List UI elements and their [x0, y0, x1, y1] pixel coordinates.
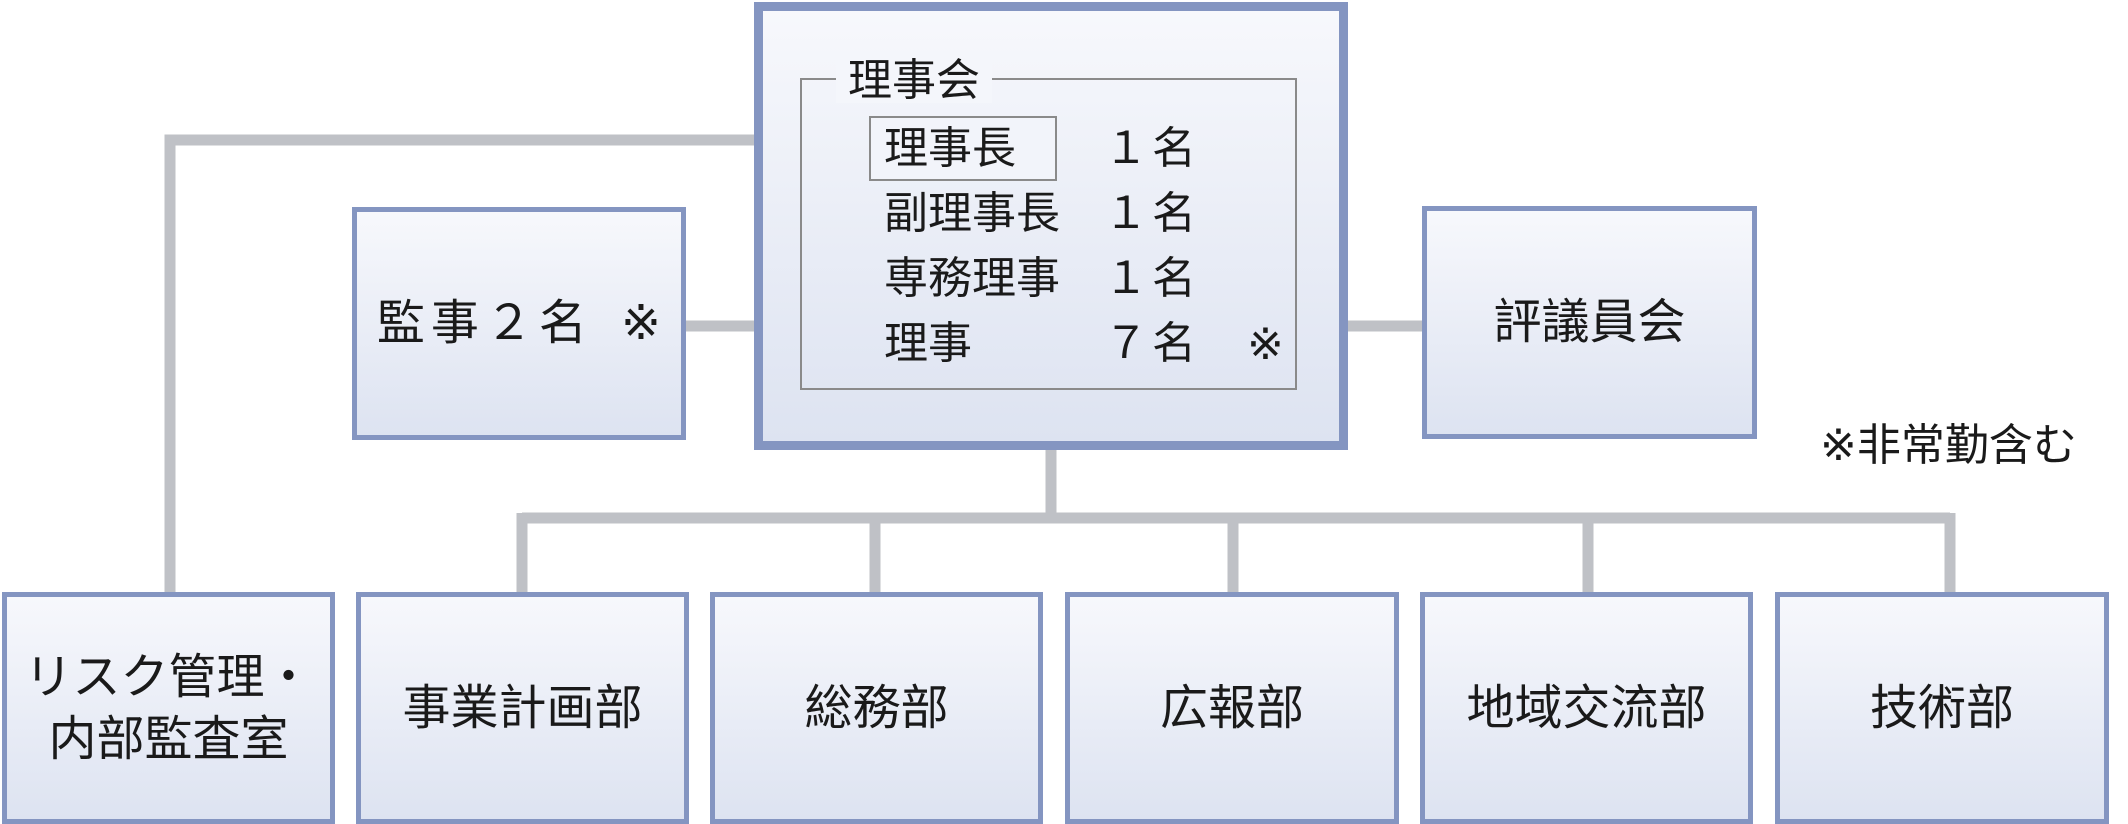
board-box: 理事会 理事長 １名 副理事長 １名 専務理事 １名 理事 ７名 ※ — [754, 2, 1348, 450]
auditors-label: 監事２名 — [376, 295, 593, 352]
department-box: 技術部 — [1775, 592, 2109, 824]
councilors-label: 評議員会 — [1493, 294, 1686, 351]
department-label: 事業計画部 — [402, 679, 643, 736]
role-name: 理事長 — [884, 123, 1016, 174]
role-name: 専務理事 — [884, 253, 1060, 304]
department-label: 地域交流部 — [1466, 679, 1707, 736]
department-box: 総務部 — [710, 592, 1043, 824]
department-box: 広報部 — [1065, 592, 1399, 824]
footnote: ※非常勤含む — [1820, 420, 2077, 471]
role-count: １名 — [1104, 188, 1200, 239]
board-members-frame — [800, 78, 1297, 390]
auditors-note-mark: ※ — [620, 295, 662, 352]
auditors-box: 監事２名 ※ — [352, 207, 686, 440]
chairman-highlight-frame — [869, 116, 1057, 181]
board-note-mark: ※ — [1247, 319, 1284, 370]
role-count: １名 — [1104, 253, 1200, 304]
councilors-box: 評議員会 — [1422, 206, 1757, 439]
department-label: 広報部 — [1159, 679, 1304, 736]
department-label: 技術部 — [1869, 679, 2014, 736]
role-name: 副理事長 — [884, 188, 1060, 239]
role-name: 理事 — [884, 318, 972, 369]
department-box: 地域交流部 — [1420, 592, 1753, 824]
risk-office-line-2: 内部監査室 — [48, 711, 289, 767]
risk-office-box: リスク管理・ 内部監査室 — [2, 592, 335, 824]
role-count: ７名 — [1104, 318, 1200, 369]
line-chairman-to-risk-office — [164, 134, 866, 597]
department-label: 総務部 — [804, 679, 949, 736]
risk-office-line-1: リスク管理・ — [24, 648, 313, 705]
department-box: 事業計画部 — [356, 592, 689, 824]
role-count: １名 — [1104, 123, 1200, 174]
board-title: 理事会 — [836, 59, 992, 103]
